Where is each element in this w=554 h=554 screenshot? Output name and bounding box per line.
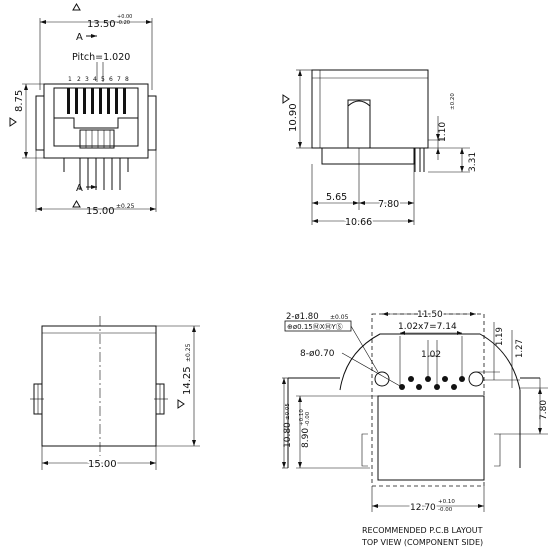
pin-number: 3 xyxy=(85,76,89,83)
side-height: 10.90 xyxy=(288,103,299,132)
inspection-triangle-icon xyxy=(282,94,290,104)
side-tab-offset-tol: ±0.20 xyxy=(450,93,456,110)
pcb-layout: 2-ø1.80 ±0.05 ⊕ø0.15ⓂXⓂYⓈ 11.50 1.02x7=7… xyxy=(282,309,549,547)
front-section-top: A xyxy=(76,32,83,43)
pin-holes xyxy=(399,376,465,390)
pcb-position-tol: ⊕ø0.15ⓂXⓂYⓈ xyxy=(287,323,343,331)
pcb-row-offset: 1.02 xyxy=(421,350,441,360)
front-width-top-tol-lower: -0.20 xyxy=(117,20,130,26)
side-post-offset: 5.65 xyxy=(326,192,347,203)
top-height: 14.25 xyxy=(182,366,193,395)
top-view: 14.25 ±0.25 15.00 xyxy=(30,316,200,472)
front-width-bottom: 15.00 xyxy=(86,206,115,217)
pcb-inner-height: 8.90 xyxy=(301,428,311,448)
pcb-caption-line1: RECOMMENDED P.C.B LAYOUT xyxy=(362,526,483,535)
pin-number: 5 xyxy=(101,76,105,83)
pcb-pin-pitch: 1.02x7=7.14 xyxy=(398,322,457,332)
inspection-triangle-icon xyxy=(72,200,81,208)
mount-hole xyxy=(468,371,484,387)
front-section-bottom: A xyxy=(76,183,83,194)
pcb-caption-line2: TOP VIEW (COMPONENT SIDE) xyxy=(361,538,483,547)
inspection-triangle-icon xyxy=(9,117,17,127)
side-depth: 10.66 xyxy=(345,217,372,228)
front-width-bottom-tol: ±0.25 xyxy=(116,203,135,210)
pcb-right-height: 7.80 xyxy=(539,400,549,420)
pin-number: 4 xyxy=(93,76,97,83)
side-pin-length: 3.31 xyxy=(468,152,478,172)
front-width-top: 13.50 xyxy=(87,19,116,30)
pcb-outline-width-tol-lower: -0.00 xyxy=(438,507,453,513)
pcb-hole-span: 11.50 xyxy=(417,310,443,320)
pin-number: 7 xyxy=(117,76,121,83)
pin-number: 1 xyxy=(68,76,72,83)
front-height: 8.75 xyxy=(14,90,25,112)
pcb-pin-holes: 8-ø0.70 xyxy=(300,349,335,359)
inspection-triangle-icon xyxy=(72,3,81,11)
front-pin-numbers: 1 2 3 4 5 6 7 8 xyxy=(68,76,129,83)
front-view: 13.50 +0.00 -0.20 A Pitch=1.020 1 2 3 4 … xyxy=(9,3,157,217)
pcb-outline-height: 10.80 xyxy=(283,422,293,448)
pcb-offset-1: 1.19 xyxy=(495,327,505,346)
pin-number: 8 xyxy=(125,76,129,83)
pin-number: 6 xyxy=(109,76,113,83)
pcb-outline-width-tol-upper: +0.10 xyxy=(438,499,455,505)
front-pitch: Pitch=1.020 xyxy=(72,52,130,63)
mount-hole xyxy=(374,371,390,387)
pcb-offset-2: 1.27 xyxy=(515,339,525,358)
pcb-outline-height-tol: ±0.05 xyxy=(285,403,291,420)
pcb-outline-width: 12.70 xyxy=(410,503,436,513)
side-view: 10.90 1.10 ±0.20 3.31 5.65 7.80 10.66 xyxy=(282,69,478,230)
top-height-tol: ±0.25 xyxy=(185,343,192,362)
top-width: 15.00 xyxy=(88,459,117,470)
side-tab-offset: 1.10 xyxy=(438,122,448,142)
front-contacts xyxy=(67,88,126,114)
side-post-to-pin: 7.80 xyxy=(378,199,399,210)
pcb-mount-holes: 2-ø1.80 xyxy=(286,312,319,322)
pcb-mount-holes-tol: ±0.05 xyxy=(330,314,349,321)
pin-number: 2 xyxy=(77,76,81,83)
front-width-top-tol-upper: +0.00 xyxy=(117,14,132,20)
pcb-inner-height-tol-upper: +0.10 xyxy=(299,409,305,426)
inspection-triangle-icon xyxy=(177,399,185,409)
pcb-inner-height-tol-lower: -0.00 xyxy=(305,411,311,426)
